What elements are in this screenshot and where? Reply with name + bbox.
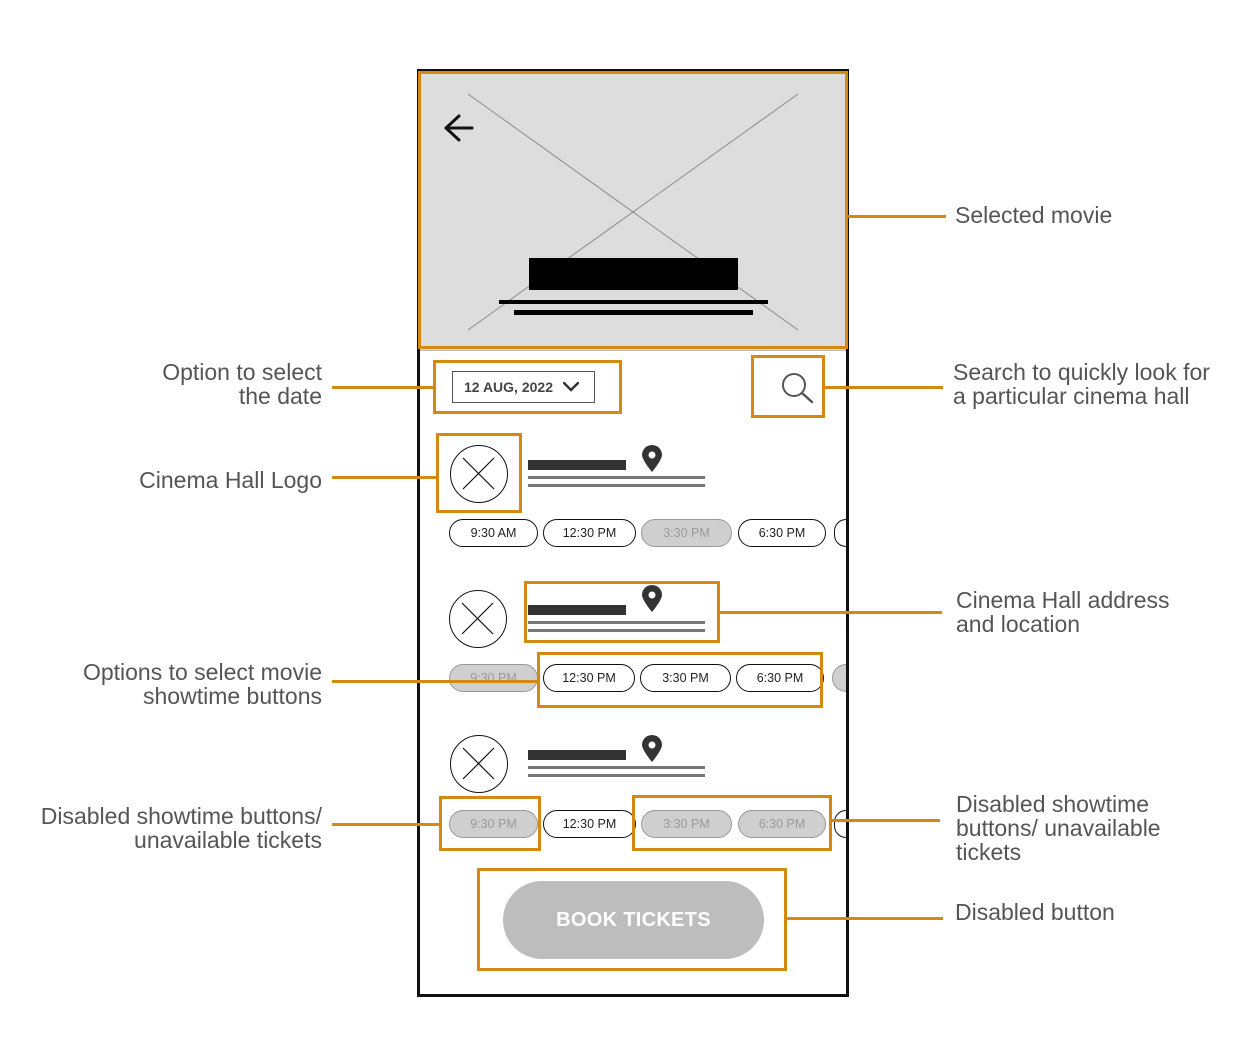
label-hall-logo: Cinema Hall Logo bbox=[139, 467, 322, 493]
showtime-button[interactable]: 12:30 PM bbox=[543, 810, 636, 838]
chevron-down-icon bbox=[562, 382, 579, 392]
hall-address-line bbox=[528, 766, 705, 769]
showtime-button[interactable]: 12:30 PM bbox=[543, 519, 636, 547]
leader-line bbox=[332, 823, 439, 826]
label-disabled-left: Disabled showtime buttons/ unavailable t… bbox=[40, 803, 322, 853]
location-pin-icon[interactable] bbox=[641, 585, 663, 613]
date-value: 12 AUG, 2022 bbox=[464, 379, 553, 395]
showtime-button[interactable]: 6:30 PM bbox=[738, 519, 826, 547]
movie-title-block bbox=[529, 258, 738, 290]
label-disabled-right: Disabled showtime buttons/ unavailable t… bbox=[956, 791, 1161, 865]
annotation-box-search bbox=[751, 355, 825, 418]
showtime-button-disabled: 3:30 PM bbox=[641, 810, 732, 838]
location-pin-icon[interactable] bbox=[641, 735, 663, 763]
cinema-hall-logo bbox=[450, 445, 508, 503]
showtime-button[interactable]: 12:30 PM bbox=[543, 664, 635, 692]
logo-placeholder-icon bbox=[461, 602, 494, 635]
label-selected-movie: Selected movie bbox=[955, 202, 1113, 228]
showtime-button-disabled: 6:30 PM bbox=[738, 810, 826, 838]
annotation-box-showtimes bbox=[537, 652, 823, 708]
showtime-button-disabled: 9:30 PM bbox=[449, 810, 538, 838]
hall-address-line bbox=[528, 476, 705, 479]
leader-line bbox=[332, 680, 537, 683]
label-showtime-options: Options to select movie showtime buttons bbox=[82, 659, 322, 709]
hall-address-line bbox=[528, 484, 705, 487]
leader-line bbox=[332, 476, 436, 479]
leader-line bbox=[825, 386, 943, 389]
movie-info-line bbox=[514, 310, 753, 315]
showtime-button-disabled: 3:30 PM bbox=[641, 519, 732, 547]
location-pin-icon[interactable] bbox=[641, 445, 663, 473]
movie-banner bbox=[420, 72, 846, 350]
annotation-box-date bbox=[433, 360, 622, 414]
hall-address-line bbox=[528, 621, 705, 624]
leader-line bbox=[848, 215, 946, 218]
hall-address-line bbox=[528, 629, 705, 632]
leader-line bbox=[832, 819, 940, 822]
annotation-box-address bbox=[524, 581, 720, 643]
label-hall-address: Cinema Hall address and location bbox=[956, 587, 1170, 637]
annotation-box-disabled-left bbox=[439, 796, 541, 851]
label-search: Search to quickly look for a particular … bbox=[953, 359, 1210, 409]
book-tickets-button: BOOK TICKETS bbox=[503, 881, 764, 959]
hall-address-line bbox=[528, 774, 705, 777]
showtime-button-disabled: 9:30 PM bbox=[449, 664, 538, 692]
annotation-box-selected-movie bbox=[418, 71, 848, 349]
showtime-button[interactable]: 3:30 PM bbox=[640, 664, 731, 692]
showtime-button[interactable]: 9:30 AM bbox=[449, 519, 538, 547]
label-disabled-button: Disabled button bbox=[955, 899, 1115, 925]
annotation-box-disabled-right bbox=[632, 795, 832, 851]
annotation-box-logo bbox=[436, 433, 522, 513]
divider bbox=[420, 350, 846, 351]
leader-line bbox=[720, 611, 942, 614]
leader-line bbox=[332, 386, 433, 389]
hall-name bbox=[528, 750, 626, 760]
label-date-option: Option to select the date bbox=[162, 359, 322, 409]
cinema-hall-logo bbox=[449, 590, 507, 648]
hall-name bbox=[528, 605, 626, 615]
cinema-hall-logo bbox=[450, 735, 508, 793]
image-placeholder-icon bbox=[467, 93, 799, 331]
back-arrow-icon[interactable] bbox=[442, 113, 474, 143]
hall-name bbox=[528, 460, 626, 470]
movie-subtitle-line bbox=[499, 300, 768, 304]
annotation-box-book-button bbox=[477, 868, 787, 971]
showtime-button[interactable]: 6:30 PM bbox=[736, 664, 824, 692]
leader-line bbox=[787, 917, 943, 920]
date-selector[interactable]: 12 AUG, 2022 bbox=[452, 371, 595, 403]
search-icon[interactable] bbox=[779, 371, 815, 405]
logo-placeholder-icon bbox=[462, 747, 495, 780]
logo-placeholder-icon bbox=[462, 457, 495, 490]
